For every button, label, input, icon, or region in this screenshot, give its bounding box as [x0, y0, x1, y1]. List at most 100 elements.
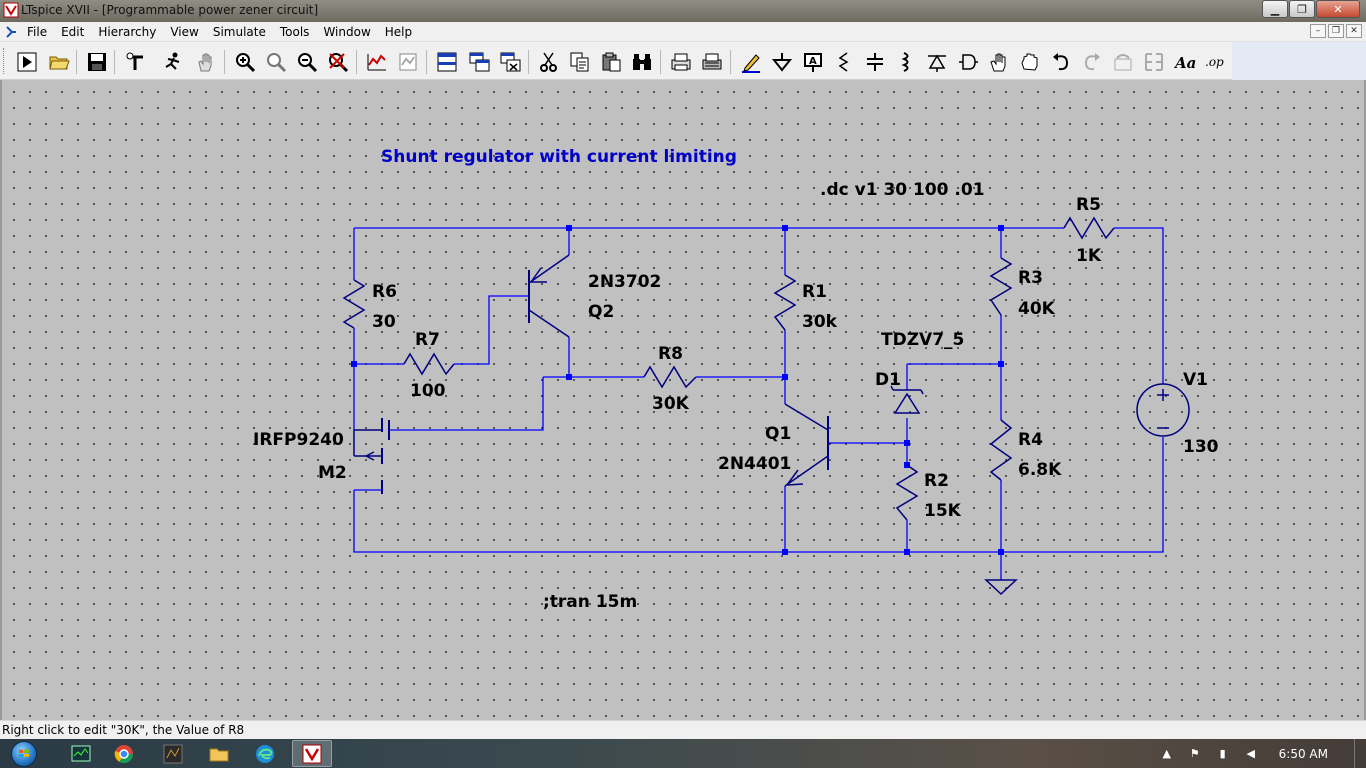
symbols[interactable] — [342, 216, 1190, 596]
r5-ref[interactable]: R5 — [1076, 195, 1101, 215]
menu-simulate[interactable]: Simulate — [212, 25, 266, 39]
r4-ref[interactable]: R4 — [1018, 430, 1043, 450]
menu-window[interactable]: Window — [323, 25, 371, 39]
doc-minimize-button[interactable]: – — [1310, 24, 1326, 38]
tran-directive[interactable]: ;tran 15m — [543, 592, 637, 612]
m2-ref[interactable]: M2 — [318, 463, 347, 483]
r8-ref[interactable]: R8 — [658, 344, 683, 364]
start-button[interactable] — [4, 739, 44, 768]
doc-close-button[interactable]: ✕ — [1346, 24, 1362, 38]
rotate-icon[interactable] — [1110, 49, 1136, 75]
menu-view[interactable]: View — [170, 25, 199, 39]
maximize-button[interactable]: ❐ — [1289, 0, 1315, 18]
schematic-drawing[interactable]: Shunt regulator with current limiting .d… — [2, 80, 1364, 720]
q2-ref[interactable]: Q2 — [588, 302, 614, 322]
move-icon[interactable] — [986, 49, 1012, 75]
diode-icon[interactable] — [924, 49, 950, 75]
r5-value[interactable]: 1K — [1076, 246, 1102, 266]
zoom-in-icon[interactable] — [232, 49, 258, 75]
halt-icon[interactable] — [160, 49, 186, 75]
cascade-icon[interactable] — [466, 49, 492, 75]
pick-visible-traces-icon[interactable] — [395, 49, 421, 75]
r1-ref[interactable]: R1 — [802, 282, 827, 302]
taskbar-task-manager[interactable] — [62, 740, 100, 767]
copy-icon[interactable] — [567, 49, 593, 75]
r3-value[interactable]: 40K — [1018, 299, 1056, 319]
r6-value[interactable]: 30 — [372, 312, 396, 332]
wires[interactable] — [353, 227, 1164, 580]
taskbar-app-dark[interactable] — [154, 740, 192, 767]
run-icon[interactable] — [14, 49, 40, 75]
zoom-out-icon[interactable] — [294, 49, 320, 75]
component-icon[interactable] — [955, 49, 981, 75]
taskbar-file-explorer[interactable] — [200, 740, 238, 767]
undo-icon[interactable] — [1048, 49, 1074, 75]
v1-ref[interactable]: V1 — [1183, 370, 1208, 390]
q1-ref[interactable]: Q1 — [765, 424, 791, 444]
show-desktop-button[interactable] — [1354, 739, 1366, 768]
r7-value[interactable]: 100 — [410, 381, 446, 401]
resistor-icon[interactable] — [831, 49, 857, 75]
ground-icon[interactable] — [769, 49, 795, 75]
close-all-icon[interactable] — [497, 49, 523, 75]
zoom-area-icon[interactable] — [263, 49, 289, 75]
minimize-button[interactable]: ▁ — [1262, 0, 1288, 18]
d1-ref[interactable]: D1 — [875, 370, 901, 390]
flag-icon[interactable]: ⚑ — [1189, 746, 1200, 760]
print-setup-icon[interactable] — [699, 49, 725, 75]
battery-icon[interactable]: ▮ — [1219, 746, 1226, 760]
r6-ref[interactable]: R6 — [372, 282, 397, 302]
spice-directive-icon[interactable]: .op — [1203, 49, 1229, 75]
menu-hierarchy[interactable]: Hierarchy — [98, 25, 157, 39]
r2-value[interactable]: 15K — [924, 501, 962, 521]
d1-value[interactable]: TDZV7_5 — [881, 330, 964, 350]
r3-ref[interactable]: R3 — [1018, 268, 1043, 288]
zoom-fit-icon[interactable] — [325, 49, 351, 75]
taskbar-ltspice[interactable] — [292, 740, 332, 767]
clock[interactable]: 6:50 AM — [1278, 746, 1328, 761]
schematic-doc-icon[interactable] — [3, 24, 19, 40]
taskbar-chrome[interactable] — [105, 740, 143, 767]
r8-value[interactable]: 30K — [652, 394, 690, 414]
redo-icon[interactable] — [1079, 49, 1105, 75]
autorange-icon[interactable] — [364, 49, 390, 75]
text-icon[interactable]: Aa — [1172, 49, 1198, 75]
inductor-icon[interactable] — [893, 49, 919, 75]
schematic-canvas[interactable]: Shunt regulator with current limiting .d… — [0, 80, 1366, 720]
pan-icon[interactable] — [193, 49, 219, 75]
close-button[interactable]: ✕ — [1316, 0, 1360, 18]
chrome-icon — [114, 744, 133, 763]
control-panel-icon[interactable] — [122, 49, 148, 75]
drag-icon[interactable] — [1017, 49, 1043, 75]
capacitor-icon[interactable] — [862, 49, 888, 75]
draw-wire-icon[interactable] — [738, 49, 764, 75]
volume-icon[interactable]: ◀ — [1246, 746, 1255, 760]
r1-value[interactable]: 30k — [802, 312, 838, 332]
menu-edit[interactable]: Edit — [61, 25, 85, 39]
paste-icon[interactable] — [598, 49, 624, 75]
cut-icon[interactable] — [536, 49, 562, 75]
tile-icon[interactable] — [434, 49, 460, 75]
open-icon[interactable] — [46, 49, 72, 75]
show-hidden-icons-icon[interactable]: ▲ — [1162, 746, 1171, 760]
toolbar-grip[interactable] — [3, 48, 6, 74]
menu-tools[interactable]: Tools — [279, 25, 310, 39]
r2-ref[interactable]: R2 — [924, 471, 949, 491]
menu-help[interactable]: Help — [384, 25, 413, 39]
r7-ref[interactable]: R7 — [415, 330, 440, 350]
m2-value[interactable]: IRFP9240 — [253, 430, 344, 450]
label-net-icon[interactable]: A — [800, 49, 826, 75]
find-icon[interactable] — [629, 49, 655, 75]
q1-value[interactable]: 2N4401 — [718, 454, 791, 474]
menu-file[interactable]: File — [27, 25, 48, 39]
mirror-icon[interactable] — [1141, 49, 1167, 75]
dc-directive[interactable]: .dc v1 30 100 .01 — [820, 180, 985, 200]
doc-restore-button[interactable]: ❐ — [1328, 24, 1344, 38]
r4-value[interactable]: 6.8K — [1018, 460, 1062, 480]
q2-value[interactable]: 2N3702 — [588, 272, 661, 292]
taskbar-edge[interactable] — [246, 740, 284, 767]
save-icon[interactable] — [84, 49, 110, 75]
v1-value[interactable]: 130 — [1183, 437, 1219, 457]
title-comment[interactable]: Shunt regulator with current limiting — [381, 147, 737, 167]
print-icon[interactable] — [668, 49, 694, 75]
